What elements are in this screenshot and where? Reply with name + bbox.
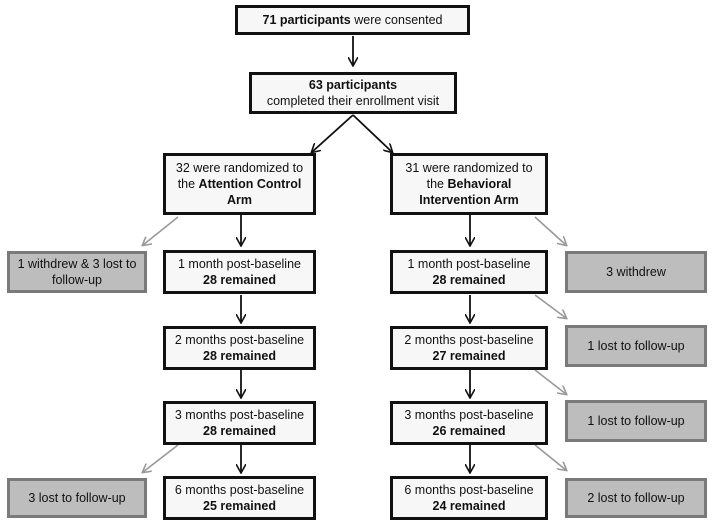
loss-arrow-right-3	[534, 369, 566, 394]
step-label: 1 month post-baseline	[407, 257, 531, 271]
right-step-6m: 6 months post-baseline 24 remained	[390, 476, 548, 520]
step-label: 3 months post-baseline	[404, 408, 534, 422]
step-remained: 25 remained	[203, 499, 276, 513]
right-step-2m: 2 months post-baseline 27 remained	[390, 326, 548, 370]
left-arm-name: Attention Control	[198, 177, 302, 191]
consented-box: 71 participants were consented	[235, 5, 470, 35]
enrolled-count: 63 participants	[308, 78, 398, 92]
right-loss-box-4: 2 lost to follow-up	[565, 478, 707, 518]
step-label: 1 month post-baseline	[178, 257, 301, 271]
consented-text: were consented	[350, 13, 443, 27]
loss-text: 3 lost to follow-up	[28, 491, 126, 505]
loss-arrow-left-1	[143, 216, 179, 245]
step-label: 2 months post-baseline	[174, 333, 305, 347]
step-remained: 24 remained	[432, 499, 506, 513]
step-label: 6 months post-baseline	[404, 483, 534, 497]
step-remained: 26 remained	[432, 424, 506, 438]
loss-text: 3 withdrew	[606, 265, 666, 279]
arrow-enroll-to-left	[312, 114, 354, 152]
loss-arrow-left-2	[143, 444, 179, 472]
step-label: 3 months post-baseline	[174, 408, 305, 422]
right-arm-line1: 31 were randomized to	[405, 161, 533, 175]
right-arm-line2-prefix: the	[426, 177, 448, 191]
left-step-2m: 2 months post-baseline 28 remained	[163, 326, 316, 370]
right-loss-box-3: 1 lost to follow-up	[565, 400, 707, 442]
loss-arrow-right-1	[534, 216, 566, 245]
enrollment-box: 63 participants completed their enrollme…	[249, 72, 457, 114]
loss-text: 1 lost to follow-up	[587, 414, 685, 428]
step-remained: 28 remained	[203, 273, 276, 287]
enrolled-text: completed their enrollment visit	[266, 94, 440, 108]
step-remained: 28 remained	[203, 424, 276, 438]
left-arm-line3: Arm	[226, 193, 252, 207]
left-arm-line2-prefix: the	[177, 177, 199, 191]
step-label: 2 months post-baseline	[404, 333, 534, 347]
loss-arrow-right-4	[534, 444, 566, 470]
left-step-1m: 1 month post-baseline 28 remained	[163, 250, 316, 294]
left-loss-box-1: 1 withdrew & 3 lost to follow-up	[7, 251, 147, 293]
loss-arrow-right-2	[534, 294, 566, 318]
right-loss-box-1: 3 withdrew	[565, 251, 707, 293]
step-remained: 28 remained	[203, 349, 276, 363]
attention-control-arm-box: 32 were randomized to the Attention Cont…	[163, 153, 316, 215]
right-arm-line3: Intervention Arm	[419, 193, 519, 207]
step-remained: 27 remained	[432, 349, 506, 363]
right-step-3m: 3 months post-baseline 26 remained	[390, 401, 548, 445]
left-step-3m: 3 months post-baseline 28 remained	[163, 401, 316, 445]
behavioral-intervention-arm-box: 31 were randomized to the Behavioral Int…	[390, 153, 548, 215]
step-label: 6 months post-baseline	[174, 483, 305, 497]
loss-text-line1: 1 withdrew & 3 lost to	[17, 257, 137, 271]
right-loss-box-2: 1 lost to follow-up	[565, 325, 707, 367]
step-remained: 28 remained	[432, 273, 506, 287]
right-arm-name: Behavioral	[447, 177, 512, 191]
left-step-6m: 6 months post-baseline 25 remained	[163, 476, 316, 520]
arrow-enroll-to-right	[352, 114, 392, 152]
left-loss-box-2: 3 lost to follow-up	[7, 478, 147, 518]
loss-text: 1 lost to follow-up	[587, 339, 685, 353]
consented-count: 71 participants	[262, 13, 351, 27]
loss-text: 2 lost to follow-up	[587, 491, 685, 505]
loss-text-line2: follow-up	[51, 273, 103, 287]
left-arm-line1: 32 were randomized to	[175, 161, 304, 175]
right-step-1m: 1 month post-baseline 28 remained	[390, 250, 548, 294]
